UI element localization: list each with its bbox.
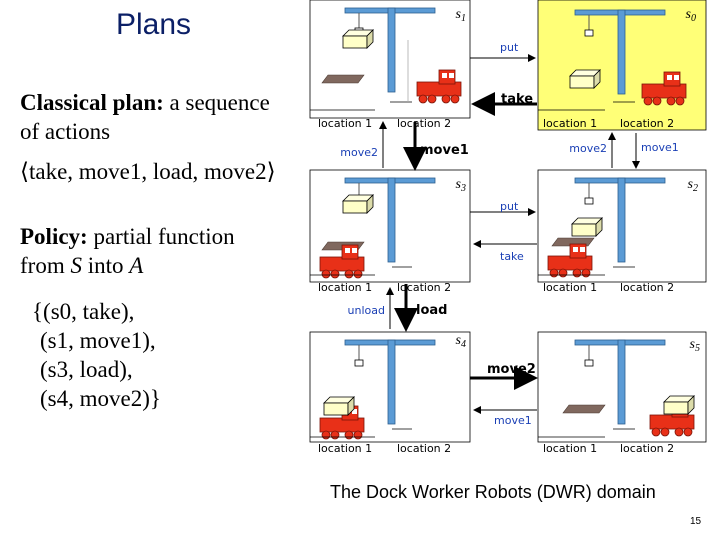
classical-plan-heading: Classical plan: <box>20 90 164 115</box>
move1-action-label: move1 <box>420 143 469 158</box>
slide-title: Plans <box>116 8 192 41</box>
s3-location-2-label: location 2 <box>397 281 451 294</box>
s2-location-2-label: location 2 <box>620 281 674 294</box>
s2-location-1-label: location 1 <box>543 281 597 294</box>
s5-location-1-label: location 1 <box>543 442 597 455</box>
s1-location-2-label: location 2 <box>397 117 451 130</box>
s3-location-1-label: location 1 <box>318 281 372 294</box>
state-s0-label: s0 <box>686 7 696 24</box>
policy-line: (s3, load), <box>40 357 133 382</box>
classical-plan-text: Classical plan: a sequence of actions <box>20 88 270 146</box>
state-s1-label: s1 <box>456 7 466 24</box>
state-s4-panel <box>309 331 471 443</box>
take-action-label-2: take <box>500 250 524 263</box>
move2-action-label-2: move2 <box>569 142 607 155</box>
s1-location-1-label: location 1 <box>318 117 372 130</box>
s0-location-2-label: location 2 <box>620 117 674 130</box>
policy-heading: Policy: <box>20 224 88 249</box>
policy-mapping: {(s0, take), (s1, move1), (s3, load), (s… <box>32 297 161 413</box>
policy-desc-2a: from <box>20 253 71 278</box>
s4-location-1-label: location 1 <box>318 442 372 455</box>
policy-set-s: S <box>70 253 82 278</box>
plan-sequence: ⟨take, move1, load, move2⟩ <box>20 159 276 184</box>
s5-location-2-label: location 2 <box>620 442 674 455</box>
load-action-label: load <box>416 303 447 318</box>
state-s0-panel <box>537 0 707 131</box>
move1-action-label-3: move1 <box>494 414 532 427</box>
policy-set-a: A <box>129 253 144 278</box>
policy-line: (s1, move1), <box>40 328 156 353</box>
move1-action-label-2: move1 <box>641 141 679 154</box>
diagram-caption: The Dock Worker Robots (DWR) domain <box>330 482 656 502</box>
policy-desc: partial function <box>87 224 235 249</box>
take-action-label: take <box>501 92 533 107</box>
move2-bold-action-label: move2 <box>487 362 536 377</box>
policy-desc-2b: into <box>81 253 130 278</box>
page-number: 15 <box>690 516 702 527</box>
state-s1-panel <box>309 0 471 119</box>
unload-action-label: unload <box>348 304 385 317</box>
classical-plan-desc: a sequence <box>163 90 270 115</box>
put-action-label-2: put <box>500 200 519 213</box>
state-s2-label: s2 <box>688 177 698 194</box>
move2-action-label: move2 <box>340 146 378 159</box>
state-s3-label: s3 <box>456 177 466 194</box>
s0-location-1-label: location 1 <box>543 117 597 130</box>
classical-plan-desc-2: of actions <box>20 119 111 144</box>
state-s4-label: s4 <box>456 333 466 350</box>
policy-line: (s4, move2)} <box>40 386 161 411</box>
state-s5-panel <box>537 331 707 443</box>
state-s3-panel <box>309 169 471 283</box>
policy-text: Policy: partial function from S into A <box>20 222 235 280</box>
state-s5-label: s5 <box>690 337 700 354</box>
s4-location-2-label: location 2 <box>397 442 451 455</box>
state-s2-panel <box>537 169 707 283</box>
policy-line: {(s0, take), <box>32 299 135 324</box>
put-action-label: put <box>500 41 519 54</box>
